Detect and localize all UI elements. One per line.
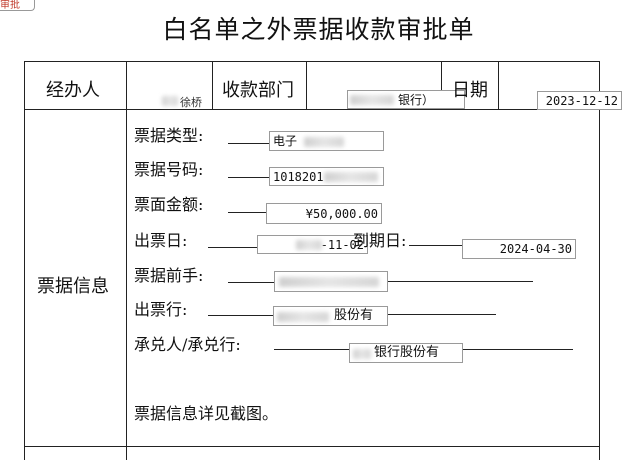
issuer-bank-field[interactable]: 股份有 [273,306,388,326]
due-date-label: 到期日: [353,231,407,250]
ticket-number-field[interactable]: 1018201 [269,167,384,186]
page-title: 白名单之外票据收款审批单 [162,15,475,44]
dept-value-cell[interactable]: 银行） [347,90,465,109]
issuer-bank-label: 出票行: [134,300,188,319]
dept-value: 银行） [398,93,435,107]
amount-label: 票面金额: [134,195,204,214]
ticket-number-value: 1018201 [273,170,324,184]
section-label: 票据信息 [37,276,109,297]
ticket-number-label: 票据号码: [134,160,204,179]
dept-label: 收款部门 [222,80,294,101]
redacted-dept [350,95,394,105]
handler-label: 经办人 [46,80,100,101]
ticket-type-field[interactable]: 电子 [269,131,384,151]
due-date-field[interactable]: 2024-04-30 [462,239,576,259]
acceptor-field[interactable]: 银行股份有 [349,343,463,363]
ticket-type-value: 电子 [273,134,298,148]
date-value-cell[interactable]: 2023-12-12 [537,91,622,110]
prev-holder-field[interactable] [274,271,388,292]
acceptor-label: 承兑人/承兑行: [134,335,241,354]
issue-date-field[interactable]: -11-02 [257,235,368,254]
ticket-type-label: 票据类型: [134,126,204,145]
document-tab[interactable]: 审批 [0,0,35,11]
issue-date-label: 出票日: [134,231,188,250]
document-tab-label: 审批 [0,0,20,11]
redacted-handler-name [162,96,178,106]
ticket-note: 票据信息详见截图。 [134,404,279,423]
acceptor-value: 银行股份有 [374,345,440,360]
amount-field[interactable]: ¥50,000.00 [266,203,382,224]
issue-date-value: -11-02 [320,238,364,252]
date-label: 日期 [452,80,488,101]
handler-value: 徐桥 [180,96,202,109]
prev-holder-label: 票据前手: [134,266,204,285]
issuer-bank-value: 股份有 [334,308,374,323]
